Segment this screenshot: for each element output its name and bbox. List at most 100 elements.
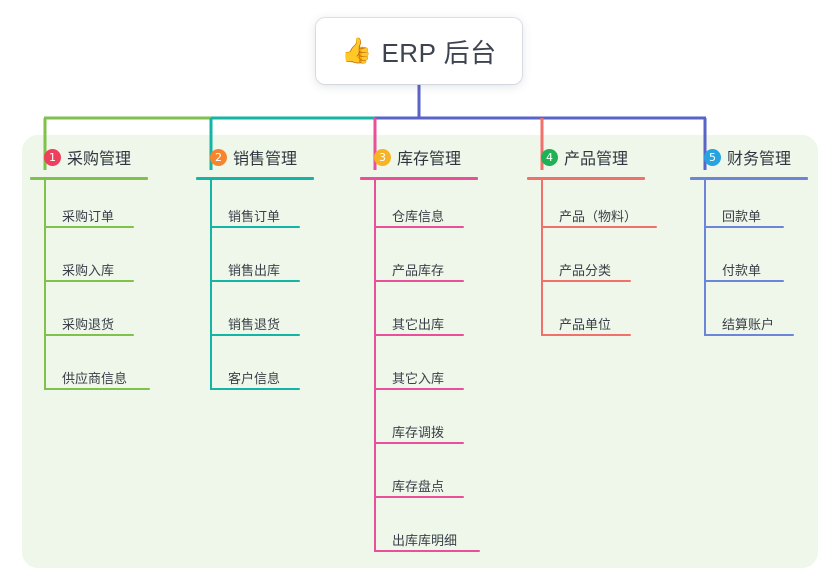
column-header-4[interactable]: 4 产品管理 <box>527 145 677 169</box>
list-item[interactable]: 采购订单 <box>30 180 180 234</box>
column-header-rule-5 <box>690 177 808 180</box>
list-item[interactable]: 销售出库 <box>196 234 346 288</box>
list-item[interactable]: 回款单 <box>690 180 820 234</box>
column-badge-1: 1 <box>44 148 61 166</box>
column-badge-3: 3 <box>374 148 391 166</box>
list-item[interactable]: 采购退货 <box>30 288 180 342</box>
list-item-label: 客户信息 <box>228 371 281 386</box>
list-item-rule <box>210 280 300 282</box>
list-item-rule <box>541 280 631 282</box>
list-item-rule <box>374 280 464 282</box>
list-item[interactable]: 销售退货 <box>196 288 346 342</box>
column-items-3: 仓库信息产品库存其它出库其它入库库存调拨库存盘点出库库明细 <box>360 180 510 558</box>
list-item[interactable]: 产品库存 <box>360 234 510 288</box>
list-item[interactable]: 产品单位 <box>527 288 677 342</box>
list-item[interactable]: 库存调拨 <box>360 396 510 450</box>
column-badge-5: 5 <box>704 148 721 166</box>
column-header-2[interactable]: 2 销售管理 <box>196 145 346 169</box>
list-item[interactable]: 仓库信息 <box>360 180 510 234</box>
list-item-label: 采购退货 <box>62 317 115 332</box>
list-item[interactable]: 其它出库 <box>360 288 510 342</box>
column-rail-3 <box>374 180 376 552</box>
column-header-rule-2 <box>196 177 314 180</box>
list-item-rule <box>541 334 631 336</box>
list-item[interactable]: 库存盘点 <box>360 450 510 504</box>
list-item-rule <box>374 550 480 552</box>
list-item[interactable]: 采购入库 <box>30 234 180 288</box>
column-items-1: 采购订单采购入库采购退货供应商信息 <box>30 180 180 396</box>
list-item-label: 库存盘点 <box>392 479 445 494</box>
list-item[interactable]: 产品（物料） <box>527 180 677 234</box>
column-header-rule-1 <box>30 177 148 180</box>
list-item-label: 销售出库 <box>228 263 281 278</box>
list-item-rule <box>44 280 134 282</box>
column-4: 4 产品管理产品（物料） 产品分类产品单位 <box>527 145 677 342</box>
list-item-label: 付款单 <box>722 263 762 278</box>
column-header-5[interactable]: 5 财务管理 <box>690 145 820 169</box>
column-header-rule-4 <box>527 177 645 180</box>
list-item[interactable]: 其它入库 <box>360 342 510 396</box>
list-item-label: 产品库存 <box>392 263 445 278</box>
content-panel <box>22 135 818 568</box>
list-item-label: 仓库信息 <box>392 209 445 224</box>
column-5: 5 财务管理回款单付款单结算账户 <box>690 145 820 342</box>
column-title-4: 产品管理 <box>564 151 629 168</box>
column-title-3: 库存管理 <box>397 151 462 168</box>
column-rail-4 <box>541 180 543 336</box>
list-item-label: 采购订单 <box>62 209 115 224</box>
list-item[interactable]: 供应商信息 <box>30 342 180 396</box>
list-item-label: 结算账户 <box>722 317 775 332</box>
list-item-rule <box>541 226 657 228</box>
column-rail-1 <box>44 180 46 390</box>
column-rail-2 <box>210 180 212 390</box>
list-item[interactable]: 销售订单 <box>196 180 346 234</box>
list-item-rule <box>374 496 464 498</box>
list-item-rule <box>704 226 784 228</box>
list-item-label: 出库库明细 <box>392 533 458 548</box>
list-item-label: 产品单位 <box>559 317 612 332</box>
list-item-label: 销售订单 <box>228 209 281 224</box>
list-item-rule <box>704 280 784 282</box>
list-item-rule <box>210 388 300 390</box>
column-1: 1 采购管理采购订单采购入库采购退货供应商信息 <box>30 145 180 396</box>
list-item-label: 回款单 <box>722 209 762 224</box>
list-item-label: 库存调拨 <box>392 425 445 440</box>
column-title-5: 财务管理 <box>727 151 792 168</box>
list-item-label: 其它出库 <box>392 317 445 332</box>
root-node-card[interactable]: 👍 ERP 后台 <box>316 18 522 84</box>
column-badge-2: 2 <box>210 148 227 166</box>
list-item-label: 产品（物料） <box>559 209 638 224</box>
list-item-rule <box>44 226 134 228</box>
list-item[interactable]: 客户信息 <box>196 342 346 396</box>
column-title-2: 销售管理 <box>233 151 298 168</box>
list-item-label: 销售退货 <box>228 317 281 332</box>
column-header-1[interactable]: 1 采购管理 <box>30 145 180 169</box>
column-items-5: 回款单付款单结算账户 <box>690 180 820 342</box>
list-item[interactable]: 付款单 <box>690 234 820 288</box>
root-node-title: ERP 后台 <box>381 37 497 68</box>
list-item[interactable]: 出库库明细 <box>360 504 510 558</box>
list-item-label: 其它入库 <box>392 371 445 386</box>
list-item[interactable]: 结算账户 <box>690 288 820 342</box>
column-title-1: 采购管理 <box>67 151 132 168</box>
list-item-label: 产品分类 <box>559 263 612 278</box>
column-badge-4: 4 <box>541 148 558 166</box>
column-items-4: 产品（物料） 产品分类产品单位 <box>527 180 677 342</box>
list-item-label: 供应商信息 <box>62 371 128 386</box>
column-3: 3 库存管理仓库信息产品库存其它出库其它入库库存调拨库存盘点出库库明细 <box>360 145 510 558</box>
column-items-2: 销售订单销售出库销售退货客户信息 <box>196 180 346 396</box>
list-item-rule <box>374 334 464 336</box>
list-item-rule <box>374 226 464 228</box>
list-item-rule <box>704 334 794 336</box>
column-header-3[interactable]: 3 库存管理 <box>360 145 510 169</box>
column-header-rule-3 <box>360 177 478 180</box>
list-item-rule <box>210 226 300 228</box>
list-item-rule <box>44 388 150 390</box>
column-2: 2 销售管理销售订单销售出库销售退货客户信息 <box>196 145 346 396</box>
list-item-rule <box>374 442 464 444</box>
list-item-label: 采购入库 <box>62 263 115 278</box>
thumbs-up-icon: 👍 <box>341 36 373 65</box>
list-item[interactable]: 产品分类 <box>527 234 677 288</box>
list-item-rule <box>210 334 300 336</box>
